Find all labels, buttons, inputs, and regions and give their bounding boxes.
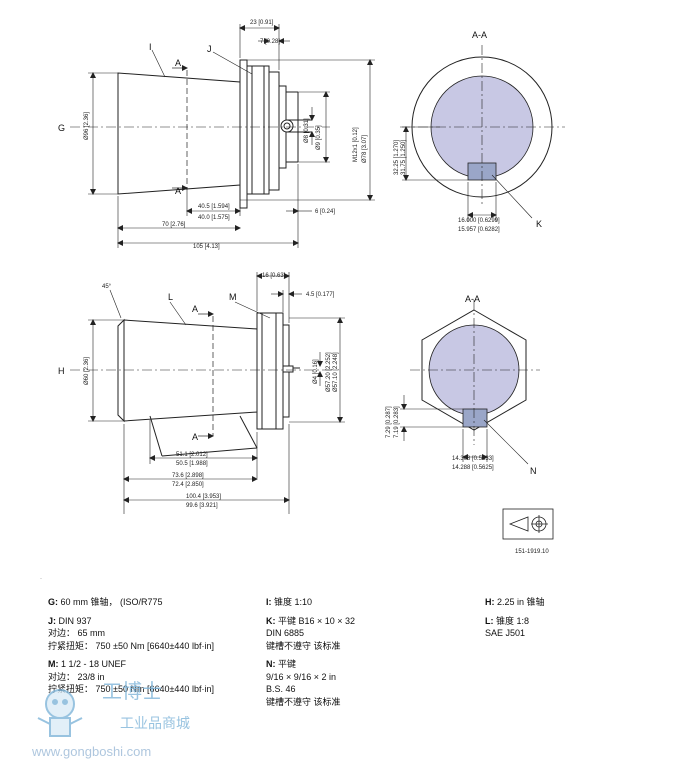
bottom-dim-73-6: 73.6 [2.898] [172,473,204,479]
legend-g: G: 60 mm 锥轴， (ISO/R775 [48,597,163,607]
top-dim-105: 105 [4.13] [193,244,220,250]
legend-n-note: 键槽不遵守 该标准 [266,696,341,707]
top-dim-40-0: 40.0 [1.575] [198,215,230,221]
top-dim-6: 6 [0.24] [315,209,335,215]
bottom-sec-h1: 7.29 [0.287] [386,406,392,438]
top-label-a1: A [175,58,181,68]
bottom-chamfer [117,318,125,423]
top-dim-9: Ø9 [0.35] [316,125,322,150]
bottom-section-key [462,408,488,428]
watermark-brand: 工博士 [102,680,162,703]
legend-n-std: B.S. 46 [266,684,296,694]
top-dimension-lines [88,24,375,248]
top-label-k: K [536,219,542,229]
legend-column-1: G: 60 mm 锥轴， (ISO/R775 J: DIN 937 对边： 65… [48,596,248,696]
small-mark: · [40,576,42,582]
bottom-dimension-lines [88,272,345,514]
projection-symbol-icon [502,508,554,540]
top-dim-78: Ø78 [3.07] [362,135,368,163]
bottom-taper-shaft [123,319,258,422]
legend-h: H: 2.25 in 锥轴 [485,597,545,607]
legend-column-3: H: 2.25 in 锥轴 L: 锥度 1:8 SAE J501 [485,596,665,640]
top-sec-h1: 32.25 [1.270] [394,140,400,175]
top-dim-96: Ø96 [2.36] [84,112,90,140]
bottom-sec-h2: 7.19 [0.283] [394,406,400,438]
legend-l: L: 锥度 1:8 [485,615,530,626]
bottom-dim-4: Ø4 [0.16] [313,359,319,384]
bottom-dim-4-5: 4.5 [0.177] [306,292,335,298]
bottom-dim-50-5: 50.5 [1.988] [176,461,208,467]
top-side-view [117,59,312,209]
top-section-view: A-A 32.25 [1.270] 31.75 [1.250] 16.000 [… [394,30,565,233]
top-sec-w1: 16.000 [0.6299] [458,218,500,224]
bottom-dim-100-4: 100.4 [3.953] [186,494,221,500]
top-dim-23: 23 [0.91] [250,20,274,26]
legend-m-across: 对边： 23/8 in [48,671,105,682]
watermark: 工博士 工业品商城 www.gongboshi.com [31,680,190,759]
bottom-dim-51-1: 51.1 [2.012] [176,452,208,458]
top-sec-w2: 15.957 [0.6282] [458,227,500,233]
top-sec-h2: 31.75 [1.250] [401,140,407,175]
legend-j-across: 对边： 65 mm [48,628,106,638]
bottom-dim-72-4: 72.4 [2.850] [172,482,204,488]
legend-j: J: DIN 937 [48,615,92,626]
bottom-dim-57-10: Ø57.10 [2.248] [333,352,339,392]
legend-i: I: 锥度 1:10 [266,597,313,607]
top-label-j: J [207,44,212,54]
bottom-dim-60: Ø60 [2.36] [84,357,90,385]
mascot-icon [37,689,83,737]
bottom-label-l: L [168,292,173,302]
watermark-sub: 工业品商城 [120,715,190,731]
bottom-dim-angle: 45° [102,284,112,290]
legend-l-std: SAE J501 [485,628,526,638]
bottom-label-n: N [530,466,537,476]
top-label-i: I [149,42,152,52]
bottom-dim-99-6: 99.6 [3.921] [186,503,218,509]
figure-id: 151-1919.10 [515,549,549,555]
bottom-section-view: A-A 7.29 [0.287] 7.19 [0.283] 14.308 [0.… [386,294,540,476]
legend-j-torque: 拧紧扭矩： 750 ±50 Nm [6640±440 lbf·in] [48,640,214,651]
top-pin-hole [280,119,294,133]
legend-n-size: 9/16 × 9/16 × 2 in [266,671,337,682]
bottom-section-label: A-A [465,294,480,304]
bottom-label-a1: A [192,304,198,314]
bottom-dim-16: 16 [0.63] [262,273,286,279]
bottom-side-view [117,312,300,457]
top-section-label: A-A [472,30,487,40]
legend-k: K: 平键 B16 × 10 × 32 [266,615,356,626]
top-dim-thread: M12x1 [0.12] [353,127,359,162]
top-flange [239,59,248,209]
legend-column-2: I: 锥度 1:10 K: 平键 B16 × 10 × 32 DIN 6885 … [266,596,466,708]
bottom-nut [256,312,284,430]
top-label-g: G [58,123,65,133]
top-dim-7: 7 [0.28] [260,39,280,45]
legend-n: N: 平键 [266,659,297,669]
bottom-label-h: H [58,366,65,376]
bottom-sec-w1: 14.308 [0.5633] [452,456,494,462]
top-dim-70: 70 [2.76] [162,222,186,228]
bottom-sec-w2: 14.288 [0.5625] [452,465,494,471]
bottom-pin [282,365,294,373]
top-thread [268,71,280,191]
legend-m: M: 1 1/2 - 18 UNEF [48,659,127,669]
top-label-a2: A [175,186,181,196]
legend-k-std: DIN 6885 [266,628,305,638]
top-section-cut [172,65,188,191]
bottom-section-cut [198,311,214,439]
top-taper-shaft [117,72,241,195]
top-dim-40-5: 40.5 [1.594] [198,204,230,210]
top-hex-nut [246,65,270,195]
legend-m-torque: 拧紧扭矩： 750 ±50 Nm [6640±440 lbf·in] [48,684,214,694]
top-dim-8: Ø8 [0.31] [304,118,310,143]
legend-k-note: 键槽不遵守 该标准 [266,640,341,651]
watermark-url: www.gongboshi.com [31,744,151,759]
bottom-label-m: M [229,292,237,302]
bottom-dim-57-20: Ø57.20 [2.252] [326,352,332,392]
bottom-label-a2: A [192,432,198,442]
